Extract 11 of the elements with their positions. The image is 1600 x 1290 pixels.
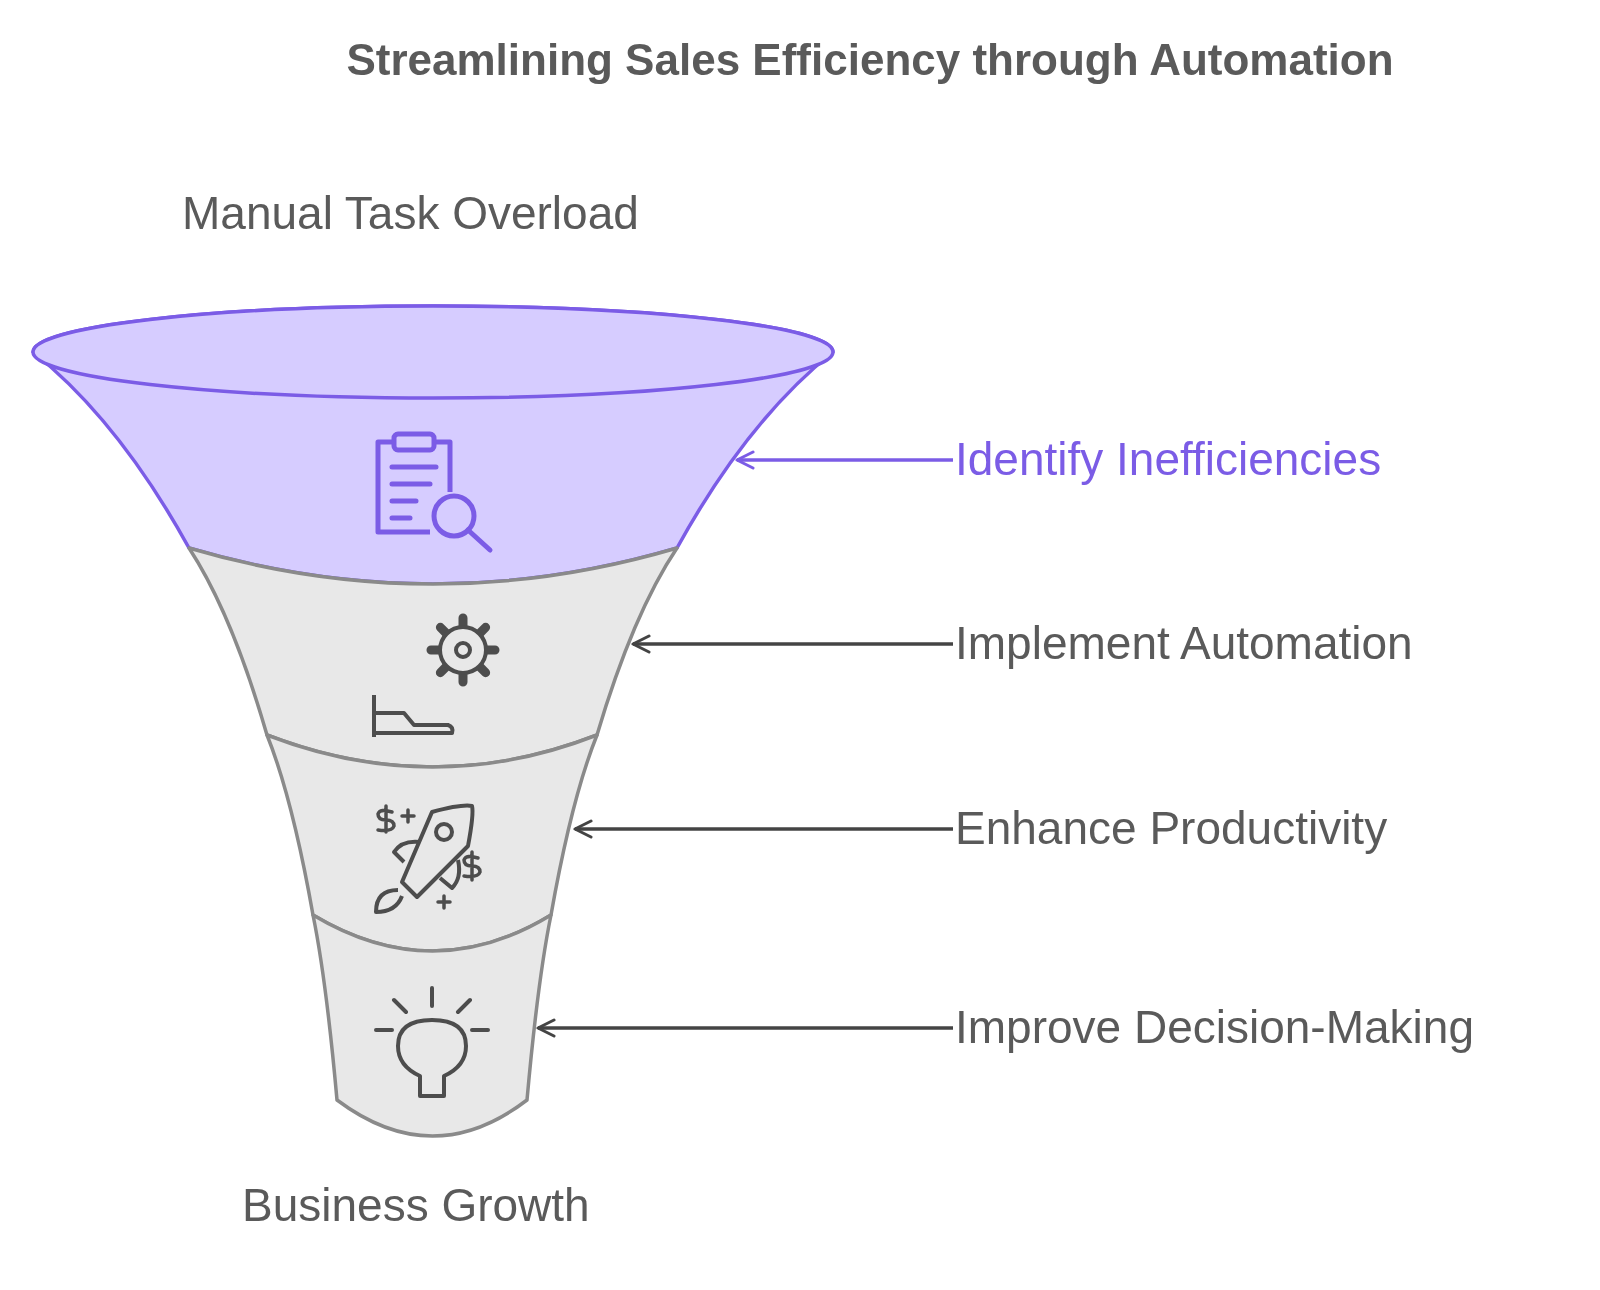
stage-label: Business Growth	[242, 1178, 590, 1233]
step-label: Improve Decision-Making	[955, 1000, 1474, 1056]
arrow	[573, 819, 953, 839]
arrow	[631, 634, 953, 654]
step-label: Implement Automation	[955, 616, 1413, 672]
arrow	[735, 450, 953, 470]
arrow	[536, 1018, 953, 1038]
step-label: Enhance Productivity	[955, 801, 1388, 857]
title: Streamlining Sales Efficiency through Automation	[345, 34, 1395, 86]
step-label: Identify Inefficiencies	[955, 432, 1382, 488]
stage-label: Manual Task Overload	[182, 186, 639, 241]
